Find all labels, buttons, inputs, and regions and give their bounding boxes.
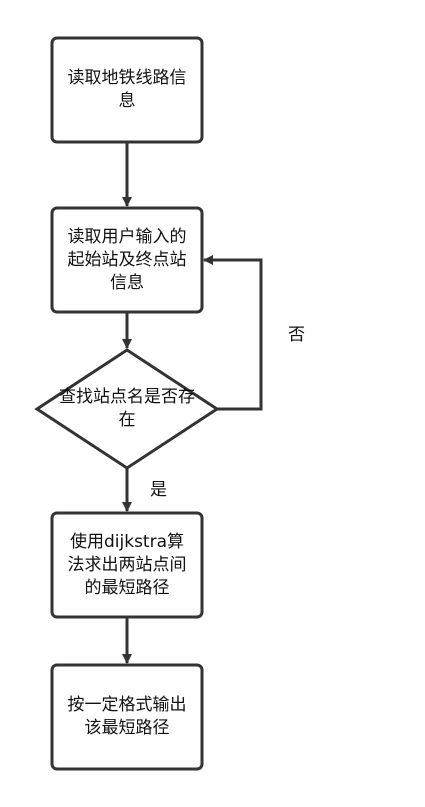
node-text-check-exists: 查找站点名是否存在 [59, 387, 195, 430]
node-text-read-input: 读取用户输入的起始站及终点站信息 [67, 226, 187, 293]
process-box-output [50, 663, 204, 771]
node-text-dijkstra: 使用dijkstra算法求出两站点间的最短路径 [67, 531, 187, 598]
arrow-no-loop-back [203, 255, 263, 411]
node-text-read-lines: 读取地铁线路信息 [67, 68, 187, 111]
node-text-output: 按一定格式输出该最短路径 [67, 695, 187, 738]
edge-label-no: 否 [288, 325, 305, 345]
edge-label-yes: 是 [150, 480, 167, 500]
